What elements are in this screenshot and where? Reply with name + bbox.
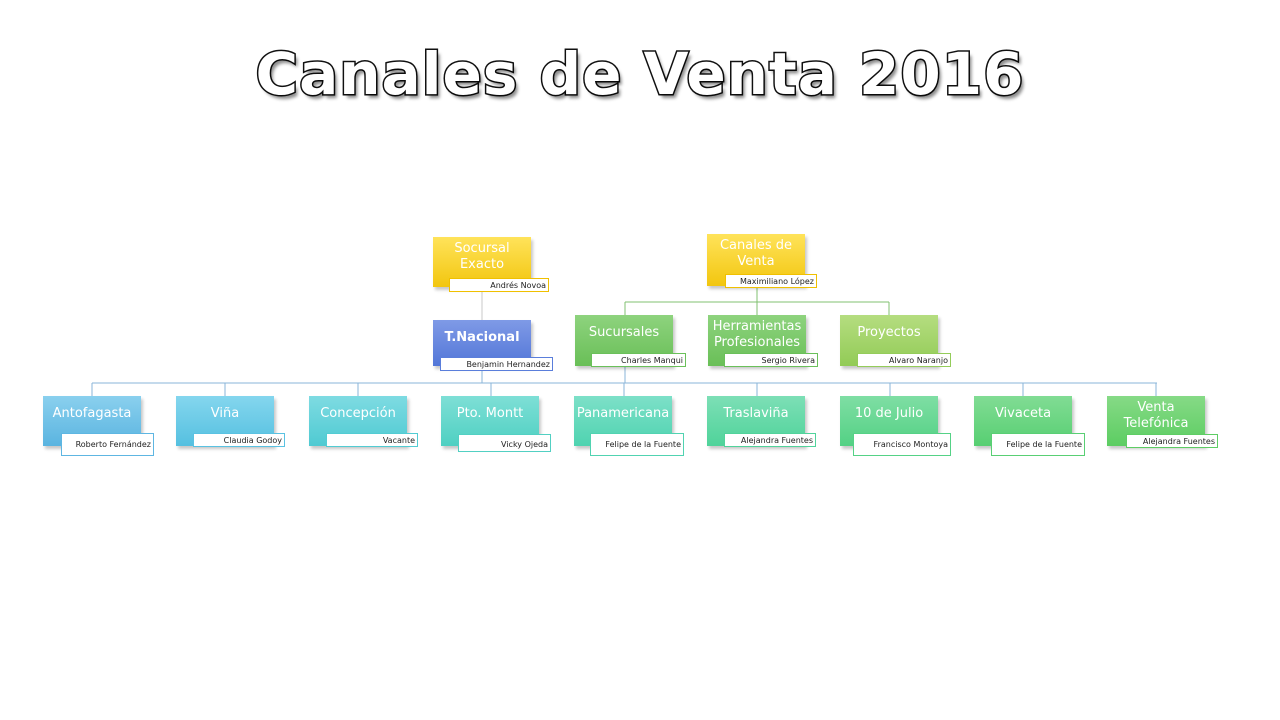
node-label: Panamericana (576, 406, 670, 421)
node-label: Pto. Montt (456, 406, 524, 421)
node-person: Vacante (326, 433, 418, 447)
node-label: Sucursales (588, 325, 660, 340)
node-label: Antofagasta (52, 406, 132, 421)
node-label: Proyectos (857, 325, 921, 340)
node-vivaceta[interactable]: Vivaceta (974, 396, 1072, 446)
node-label: Venta Telefónica (1123, 400, 1189, 431)
node-person: Andrés Novoa (449, 278, 549, 292)
node-person: Alejandra Fuentes (724, 433, 816, 447)
node-label: 10 de Julio (854, 406, 924, 421)
slide-title: Canales de Venta 2016 (254, 39, 1025, 110)
node-person: Benjamin Hernandez (440, 357, 553, 371)
node-person: Charles Manqui (591, 353, 686, 367)
node-person: Sergio Rivera (724, 353, 818, 367)
node-label: T.Nacional (444, 330, 520, 345)
node-person: Felipe de la Fuente (590, 433, 684, 456)
node-label: Canales de Venta (719, 238, 792, 269)
node-label: Viña (210, 406, 240, 421)
node-label: Traslaviña (723, 406, 789, 421)
node-person: Alvaro Naranjo (857, 353, 951, 367)
node-person: Alejandra Fuentes (1126, 434, 1218, 448)
node-person: Roberto Fernández (61, 433, 154, 456)
node-person: Francisco Montoya (853, 433, 951, 456)
node-label: Socursal Exacto (454, 241, 510, 272)
node-label: Vivaceta (994, 406, 1052, 421)
node-person: Vicky Ojeda (458, 434, 551, 452)
node-label: Herramientas Profesionales (712, 319, 802, 350)
node-person: Maximiliano López (725, 274, 817, 288)
node-label: Concepción (320, 406, 396, 421)
node-person: Claudia Godoy (193, 433, 285, 447)
node-person: Felipe de la Fuente (991, 433, 1085, 456)
